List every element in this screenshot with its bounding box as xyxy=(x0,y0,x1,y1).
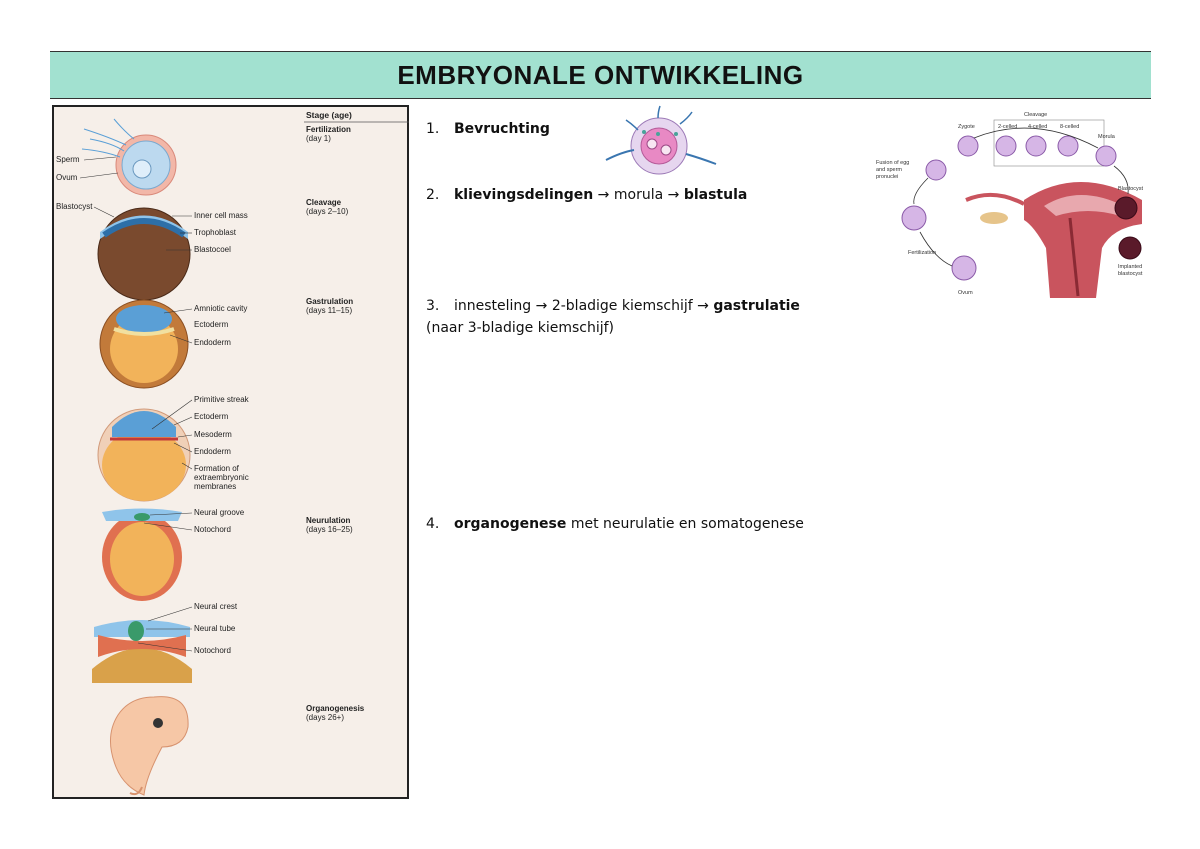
blastocyst-illustration xyxy=(97,207,191,301)
label-two-celled: 2-celled xyxy=(998,124,1017,130)
gastrulation-illustration xyxy=(99,299,189,389)
label-eight-celled: 8-celled xyxy=(1060,124,1079,130)
label-blastocoel: Blastocoel xyxy=(194,245,231,254)
embryo-illustration xyxy=(110,696,189,796)
label-fusion-2: and sperm xyxy=(876,167,902,173)
stage-name-fertilization: Fertilization xyxy=(306,125,351,134)
stage-header: Stage (age) xyxy=(306,110,352,120)
embryo-stages-figure: Stage (age) Fertilization (day 1) Sperm … xyxy=(52,105,409,799)
label-notochord-2: Notochord xyxy=(194,646,231,655)
page-title: EMBRYONALE ONTWIKKELING xyxy=(397,59,804,90)
primitive-streak-illustration xyxy=(97,408,191,502)
stage-name-cleavage: Cleavage xyxy=(306,198,342,207)
label-notochord-1: Notochord xyxy=(194,525,231,534)
label-morula: Morula xyxy=(1098,134,1116,140)
label-sperm: Sperm xyxy=(56,155,80,164)
label-zygote: Zygote xyxy=(958,124,975,130)
label-mesoderm: Mesoderm xyxy=(194,430,232,439)
list-item-1: 1.Bevruchting xyxy=(426,121,550,137)
title-bar: EMBRYONALE ONTWIKKELING xyxy=(50,51,1151,99)
label-fusion-3: pronuclei xyxy=(876,174,898,180)
list-item-3: 3.innesteling → 2-bladige kiemschijf → g… xyxy=(426,298,800,314)
embryo-stages-illustration: Stage (age) Fertilization (day 1) Sperm … xyxy=(56,110,409,796)
label-neural-crest: Neural crest xyxy=(194,602,238,611)
label-endoderm-1: Endoderm xyxy=(194,338,231,347)
neural-tube-illustration xyxy=(92,620,192,683)
stage-age-neurulation: (days 16–25) xyxy=(306,525,353,534)
label-blastocyst-cycle: Blastocyst xyxy=(1118,186,1144,192)
stage-age-organogenesis: (days 26+) xyxy=(306,713,344,722)
label-inner-cell-mass: Inner cell mass xyxy=(194,211,248,220)
list-item-3-line2: (naar 3-bladige kiemschijf) xyxy=(426,320,615,336)
list-item-4: 4.organogenese met neurulatie en somatog… xyxy=(426,516,804,532)
label-formation-1: Formation of xyxy=(194,464,240,473)
label-fusion-1: Fusion of egg xyxy=(876,160,909,166)
cycle-title: Cleavage xyxy=(1024,112,1047,118)
list-item-2: 2.klievingsdelingen → morula → blastula xyxy=(426,187,748,203)
label-ectoderm-2: Ectoderm xyxy=(194,412,229,421)
cleavage-cycle-illustration: Cleavage Zygote 2-celled 4-celled 8-cell… xyxy=(876,112,1144,298)
stage-name-gastrulation: Gastrulation xyxy=(306,297,353,306)
item1-bold: Bevruchting xyxy=(454,121,550,137)
label-fertilization: Fertilization xyxy=(908,250,936,256)
label-endoderm-2: Endoderm xyxy=(194,447,231,456)
label-blastocyst: Blastocyst xyxy=(56,202,93,211)
label-formation-2: extraembryonic xyxy=(194,473,249,482)
stage-name-neurulation: Neurulation xyxy=(306,516,351,525)
label-implanted-1: Implanted xyxy=(1118,264,1142,270)
label-ovum-cycle: Ovum xyxy=(958,290,973,296)
stage-age-gastrulation: (days 11–15) xyxy=(306,306,352,315)
label-ectoderm-1: Ectoderm xyxy=(194,320,229,329)
label-amniotic-cavity: Amniotic cavity xyxy=(194,304,247,313)
neurulation-illustration xyxy=(102,508,182,601)
label-neural-groove: Neural groove xyxy=(194,508,245,517)
label-four-celled: 4-celled xyxy=(1028,124,1047,130)
label-primitive-streak: Primitive streak xyxy=(194,395,250,404)
label-neural-tube: Neural tube xyxy=(194,624,236,633)
stage-age-fertilization: (day 1) xyxy=(306,134,331,143)
label-formation-3: membranes xyxy=(194,482,236,491)
cleavage-cycle-diagram: Cleavage Zygote 2-celled 4-celled 8-cell… xyxy=(874,108,1150,304)
fertilization-illustration xyxy=(81,118,177,196)
stage-name-organogenesis: Organogenesis xyxy=(306,704,365,713)
label-ovum: Ovum xyxy=(56,173,78,182)
fertilized-egg-image xyxy=(605,105,717,175)
stage-age-cleavage: (days 2–10) xyxy=(306,207,349,216)
label-trophoblast: Trophoblast xyxy=(194,228,237,237)
label-implanted-2: blastocyst xyxy=(1118,271,1143,277)
